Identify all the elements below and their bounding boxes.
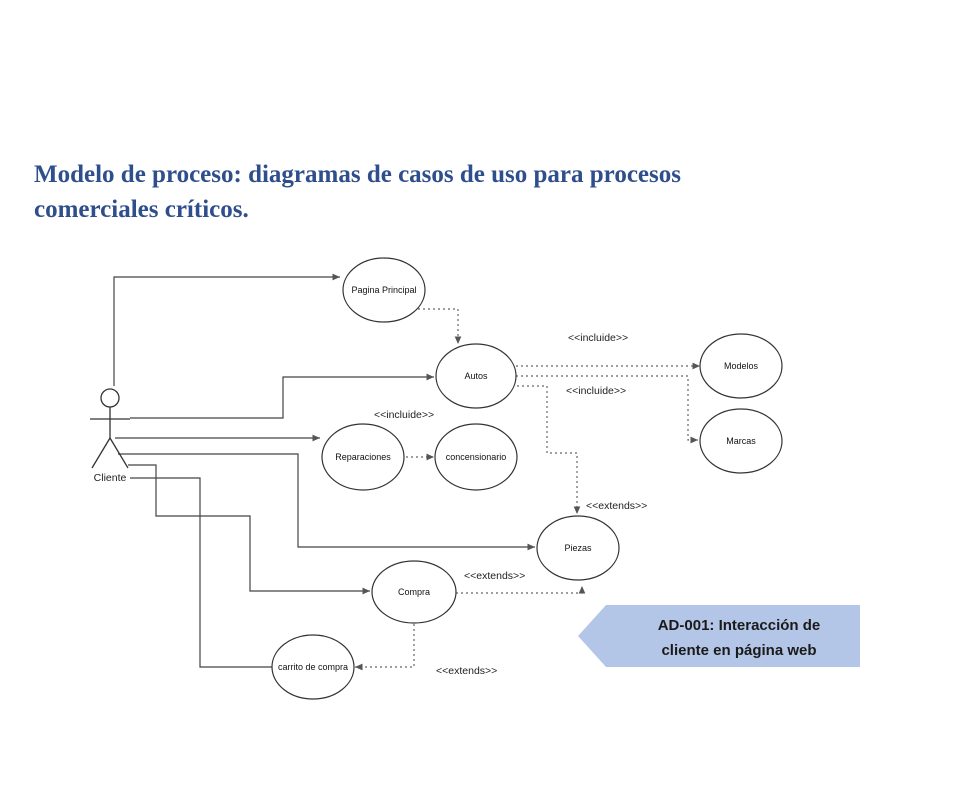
use-case-label-carrito: carrito de compra [278, 662, 348, 672]
actor-head [100, 388, 120, 408]
banner-line-1: AD-001: Interacción de [658, 617, 821, 634]
use-case-reparaciones[interactable] [321, 423, 405, 491]
use-case-marcas[interactable] [699, 408, 783, 474]
use-case-label-modelos: Modelos [724, 361, 759, 371]
relation-label-include-reparaciones: <<incluide>> [374, 409, 434, 421]
relation-label-include-marcas: <<incluide>> [566, 385, 626, 397]
use-case-compra[interactable] [371, 560, 457, 624]
assoc-line-compra [128, 464, 370, 595]
banner-line-2: cliente en página web [661, 642, 816, 659]
page-title: Modelo de proceso: diagramas de casos de… [34, 157, 794, 227]
assoc-line-pagina-principal [113, 273, 340, 386]
actor-cliente[interactable] [90, 388, 130, 469]
relation-line-principal-autos [418, 308, 462, 344]
relation-line-compra-piezas [456, 586, 586, 594]
title-line-1: Modelo de proceso: diagramas de casos de… [34, 161, 681, 188]
use-case-autos[interactable] [435, 343, 517, 409]
assoc-line-carrito [130, 477, 272, 668]
use-case-modelos[interactable] [699, 333, 783, 399]
use-case-label-reparaciones: Reparaciones [335, 452, 391, 462]
use-case-carrito[interactable] [271, 634, 355, 700]
use-case-label-pagina-principal: Pagina Principal [351, 285, 416, 295]
use-case-label-marcas: Marcas [726, 436, 756, 446]
use-case-pagina-principal[interactable] [342, 257, 426, 323]
relation-line-compra-carrito [355, 624, 415, 671]
actor-label: Cliente [94, 472, 127, 484]
use-case-label-concesionario: concensionario [446, 452, 507, 462]
relation-label-include-modelos: <<incluide>> [568, 332, 628, 344]
use-case-piezas[interactable] [536, 515, 620, 581]
relation-label-extends-compra: <<extends>> [464, 570, 525, 582]
assoc-line-autos [130, 373, 434, 419]
relation-label-extends-carrito: <<extends>> [436, 665, 497, 677]
caption-banner [578, 605, 860, 667]
use-case-label-autos: Autos [464, 371, 488, 381]
relation-line-autos-marcas [516, 375, 698, 444]
use-case-concesionario[interactable] [434, 423, 518, 491]
use-case-label-piezas: Piezas [564, 543, 592, 553]
title-line-2: comerciales críticos. [34, 196, 249, 223]
assoc-line-piezas [118, 453, 535, 551]
relation-line-autos-piezas [512, 385, 581, 514]
use-case-label-compra: Compra [398, 587, 430, 597]
relation-label-extends-piezas: <<extends>> [586, 500, 647, 512]
